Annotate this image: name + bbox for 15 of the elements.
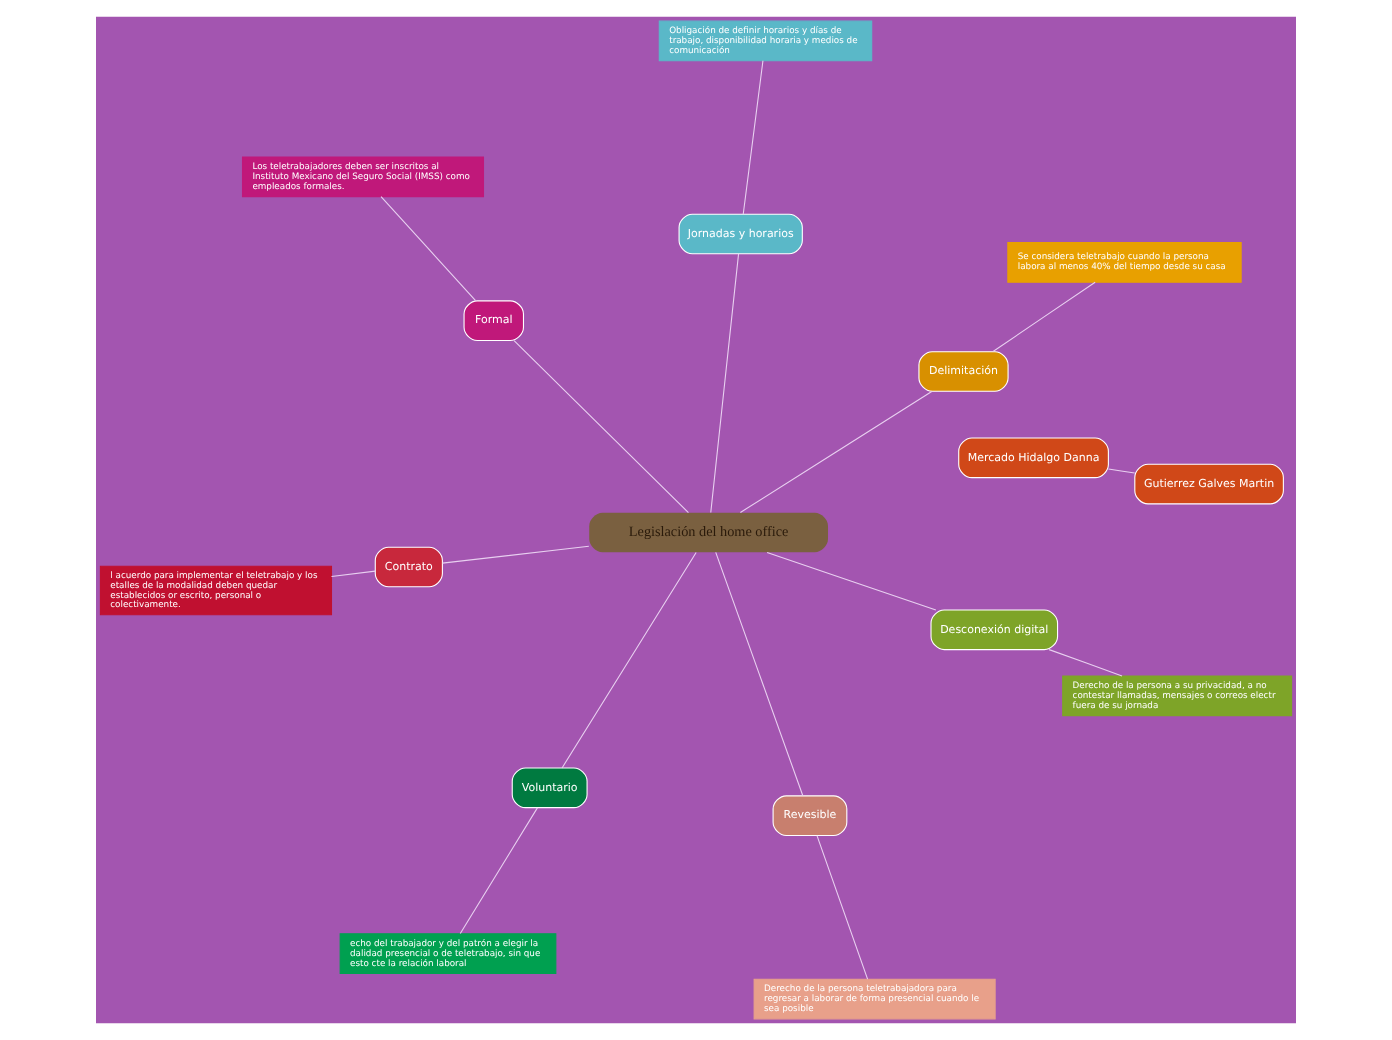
connector (739, 390, 933, 513)
connector (513, 340, 689, 514)
connector (380, 196, 477, 302)
connector (459, 807, 538, 935)
connector (715, 551, 804, 797)
connector (441, 545, 590, 564)
connector (1107, 468, 1136, 474)
connector (710, 253, 740, 513)
connector (561, 552, 697, 769)
connector (766, 551, 937, 611)
connector (1048, 649, 1123, 677)
connector (992, 281, 1096, 353)
connector (742, 60, 764, 215)
connector (330, 570, 376, 577)
connector (816, 835, 869, 980)
